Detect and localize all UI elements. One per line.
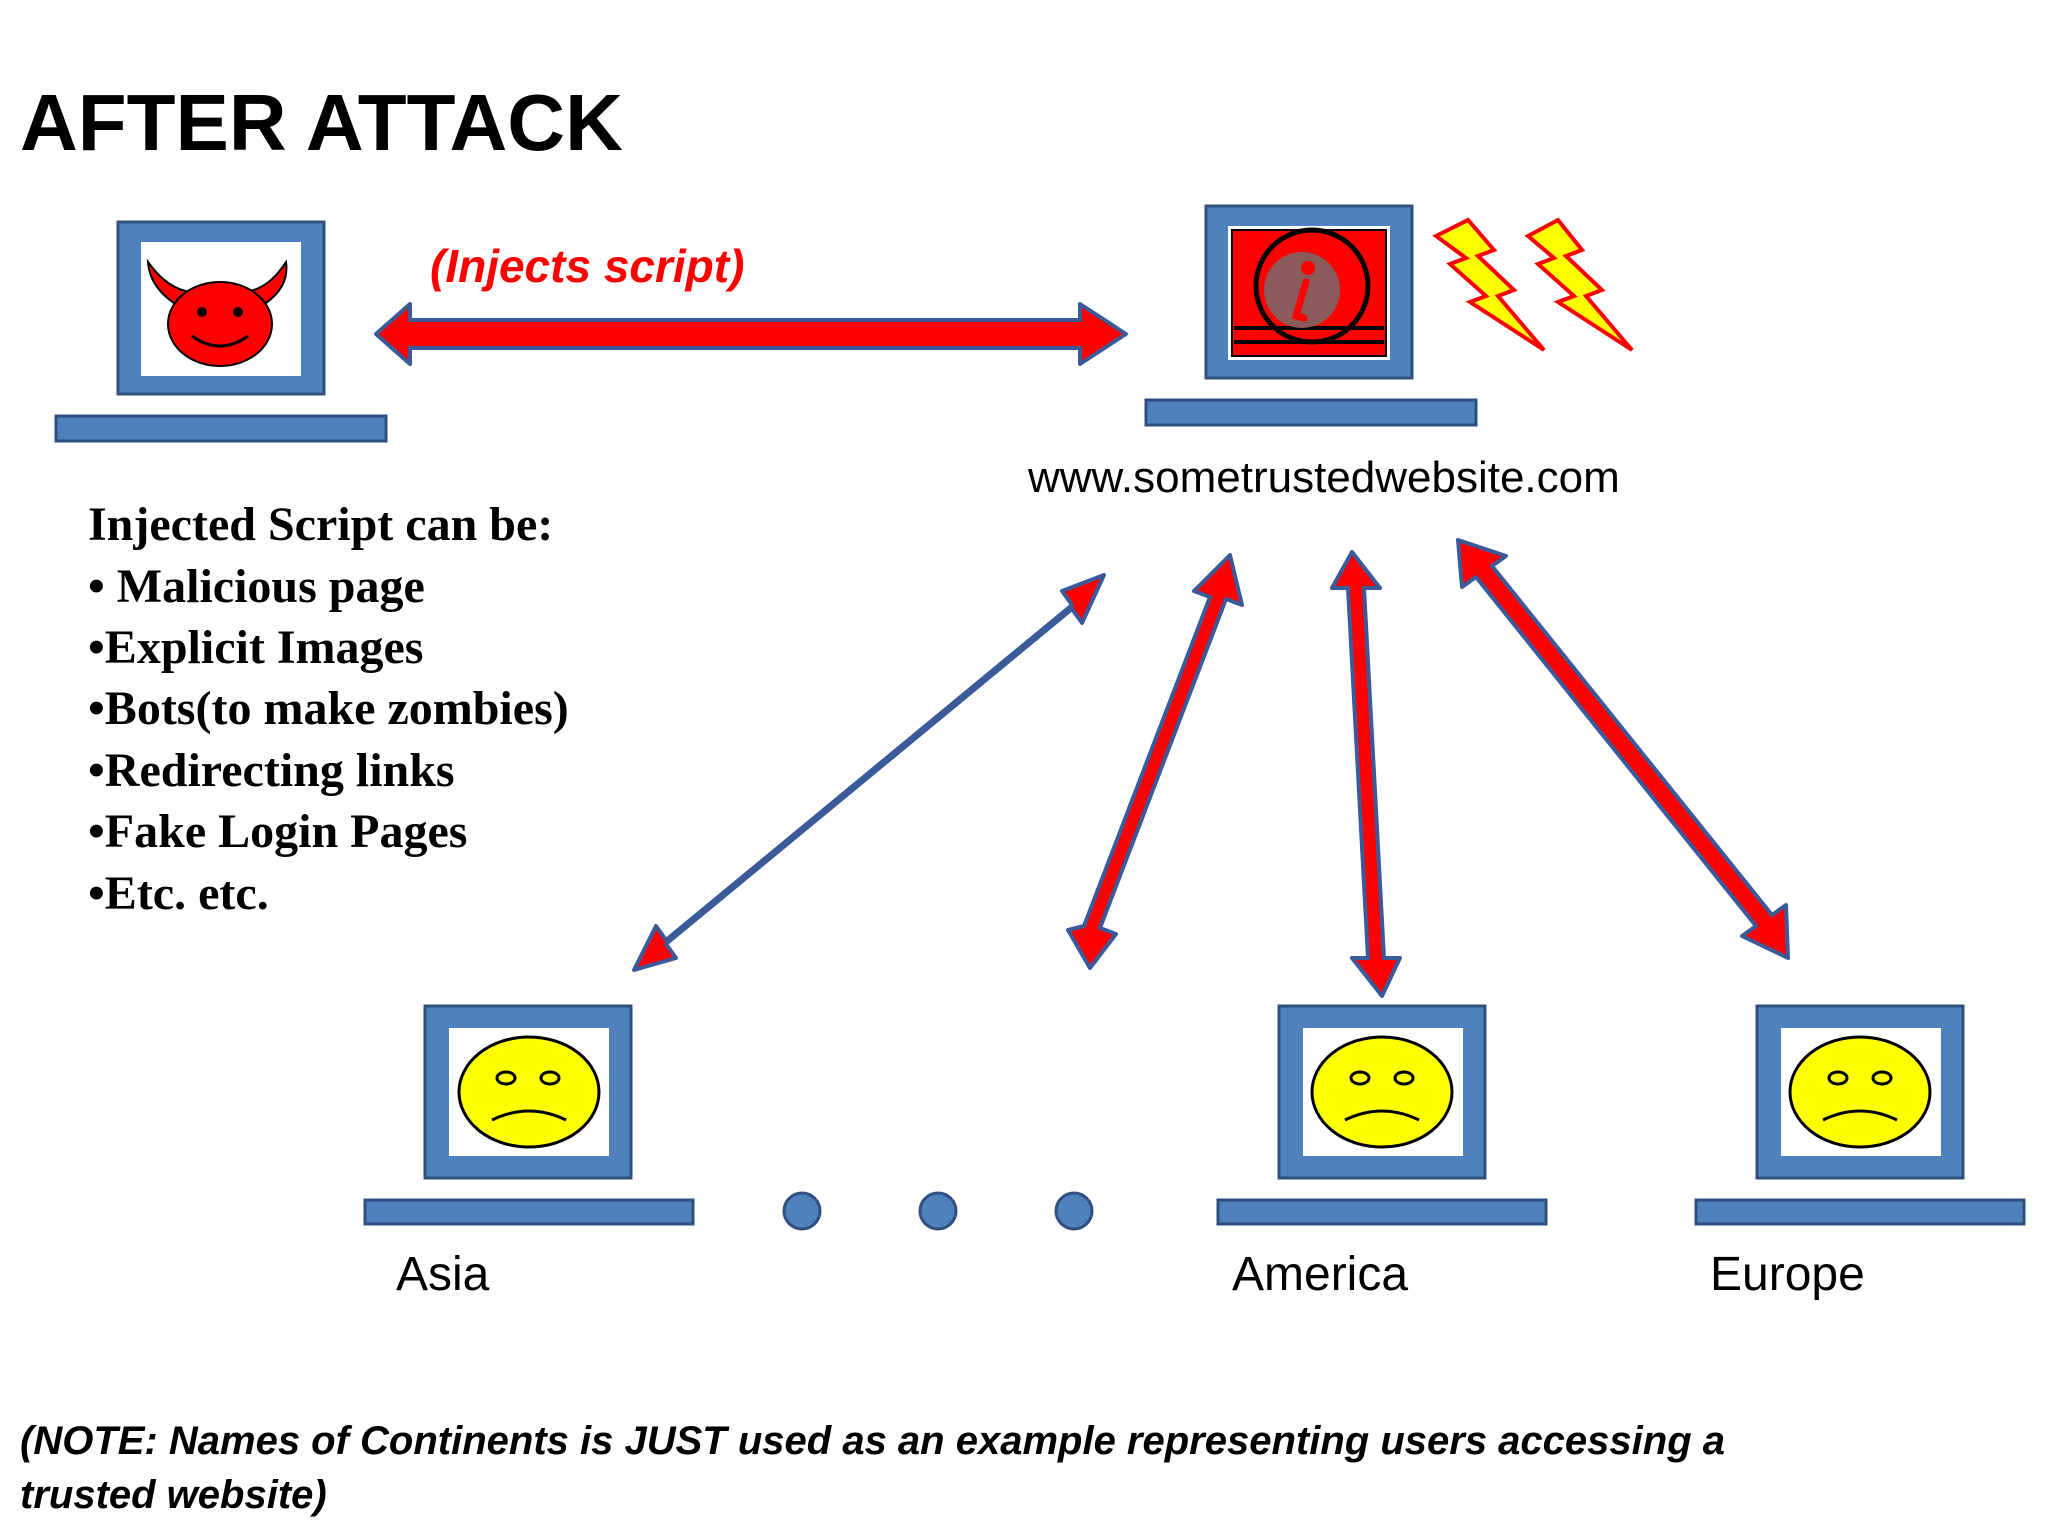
user-computer-asia <box>363 1004 695 1226</box>
page-title: AFTER ATTACK <box>20 78 623 167</box>
list-item: •Redirecting links <box>88 744 455 797</box>
distribution-arrows <box>632 538 1790 998</box>
sad-face-icon <box>457 1035 601 1149</box>
arrow-america <box>1330 550 1402 998</box>
region-label-america: America <box>1232 1248 1408 1301</box>
server-computer <box>1144 204 1478 427</box>
list-item: •Bots(to make zombies) <box>88 682 569 735</box>
site-url: www.sometrustedwebsite.com <box>1027 453 1620 502</box>
note-line-1: (NOTE: Names of Continents is JUST used … <box>20 1419 1725 1463</box>
inject-label: (Injects script) <box>430 240 744 292</box>
list-item: •Explicit Images <box>88 621 423 674</box>
region-label-europe: Europe <box>1710 1248 1865 1301</box>
arrow-middle <box>1066 553 1244 970</box>
arrow-asia <box>632 573 1106 972</box>
injected-script-list: Injected Script can be: • Malicious page… <box>88 498 569 920</box>
sad-face-icon <box>1788 1035 1932 1149</box>
inject-arrow <box>374 302 1128 366</box>
lightning-bolt-icon <box>1432 217 1634 352</box>
region-label-asia: Asia <box>396 1248 490 1301</box>
list-item: • Malicious page <box>88 560 425 613</box>
list-item: •Etc. etc. <box>88 867 269 920</box>
user-computer-europe <box>1694 1004 2026 1226</box>
list-item: •Fake Login Pages <box>88 805 467 858</box>
note-line-2: trusted website) <box>20 1473 327 1517</box>
arrow-europe <box>1456 538 1790 960</box>
ellipsis-dots <box>782 1191 1094 1231</box>
attacker-computer <box>54 220 388 443</box>
info-icon <box>1234 227 1384 345</box>
user-computer-america <box>1216 1004 1548 1226</box>
sad-face-icon <box>1310 1035 1454 1149</box>
list-heading: Injected Script can be: <box>88 498 553 551</box>
devil-face-icon <box>146 258 288 367</box>
